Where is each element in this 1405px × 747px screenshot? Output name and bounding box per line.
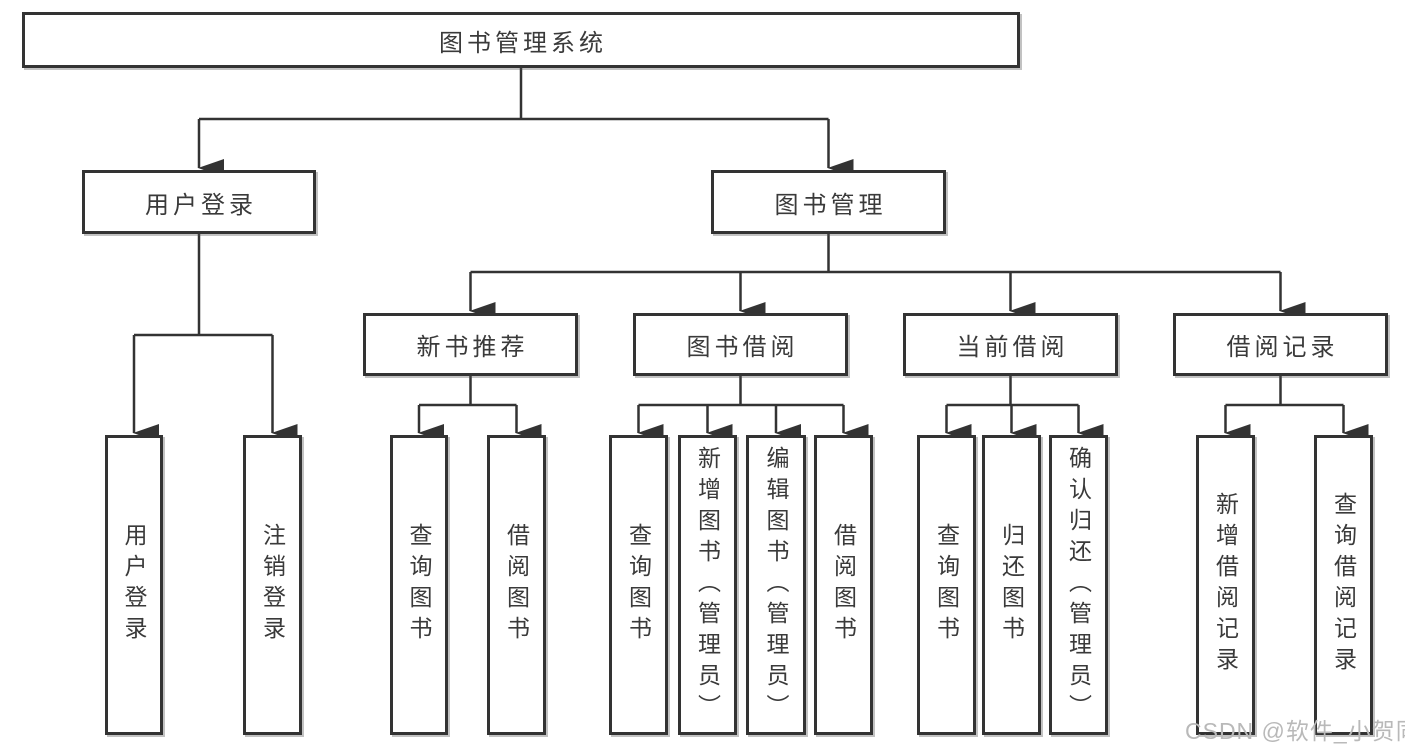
node-user-login: 用户登录: [82, 170, 316, 234]
node-rec-query-book: 查询图书: [390, 435, 448, 735]
node-login-user-login: 用户登录: [105, 435, 163, 735]
node-book-mgmt: 图书管理: [711, 170, 946, 234]
node-current-borrow: 当前借阅: [903, 313, 1118, 376]
node-root: 图书管理系统: [22, 12, 1020, 68]
node-rec-borrow-book: 借阅图书: [487, 435, 546, 735]
node-current-confirm-return: 确认归还（管理员）: [1049, 435, 1108, 735]
node-current-return-book: 归还图书: [982, 435, 1041, 735]
watermark: CSDN @软件_小贺同学: [1185, 718, 1405, 744]
node-borrow-borrow-book: 借阅图书: [814, 435, 873, 735]
node-record-add-record: 新增借阅记录: [1196, 435, 1255, 735]
node-borrow-add-book: 新增图书（管理员）: [678, 435, 737, 735]
node-borrow-query-book: 查询图书: [609, 435, 668, 735]
node-record-query-record: 查询借阅记录: [1314, 435, 1373, 735]
node-current-query-book: 查询图书: [917, 435, 976, 735]
node-new-book-rec: 新书推荐: [363, 313, 578, 376]
node-login-logout: 注销登录: [243, 435, 302, 735]
node-book-borrow: 图书借阅: [633, 313, 848, 376]
node-borrow-record: 借阅记录: [1173, 313, 1388, 376]
node-borrow-edit-book: 编辑图书（管理员）: [746, 435, 806, 735]
